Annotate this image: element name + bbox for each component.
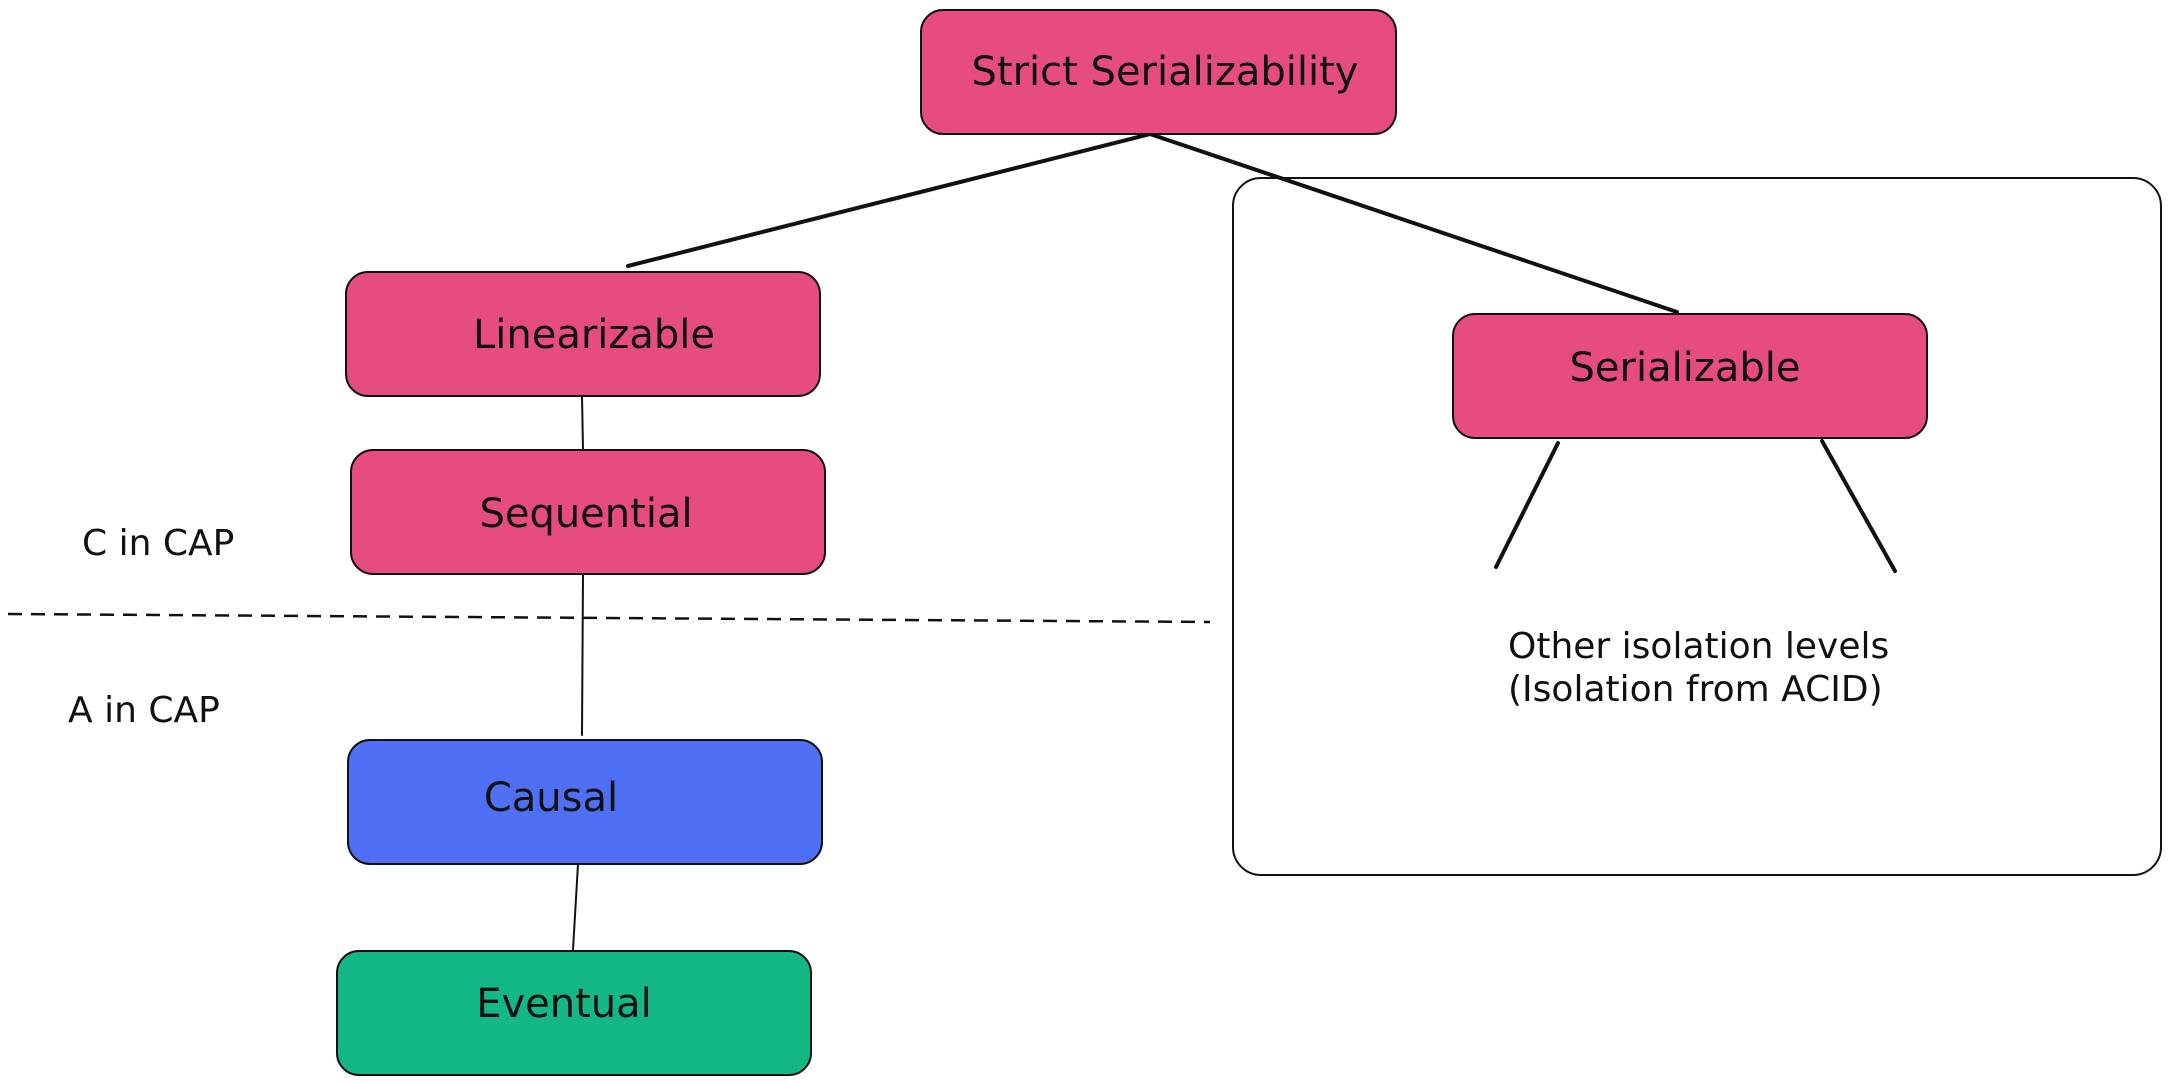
node-eventual: Eventual [336,950,812,1076]
node-strict-serializability: Strict Serializability [920,9,1397,135]
node-label: Linearizable [473,312,715,358]
edge-serializable-right [1820,439,1897,573]
isolation-levels-container [1232,177,2162,876]
edge-strict-to-linearizable [626,132,1152,268]
edge-linearizable-to-sequential [581,395,584,451]
node-linearizable: Linearizable [345,271,821,397]
node-label: Eventual [476,981,652,1027]
node-label: Causal [484,775,618,821]
node-label: Sequential [479,491,692,537]
node-box [350,449,826,575]
node-box [920,9,1397,135]
node-sequential: Sequential [350,449,826,575]
edge-serializable-left [1494,441,1560,569]
edge-causal-to-eventual [572,863,579,951]
node-serializable: Serializable [1452,313,1928,439]
node-box [336,950,812,1076]
cap-divider [7,612,1211,624]
node-box [345,271,821,397]
a-in-cap-label: A in CAP [68,690,220,731]
c-in-cap-label: C in CAP [82,523,234,564]
edge-strict-to-serializable [1148,132,1679,314]
node-box [347,739,823,865]
edge-sequential-to-causal [581,573,584,736]
isolation-note-line1: Other isolation levels [1508,626,1889,667]
node-causal: Causal [347,739,823,865]
isolation-note-line2: (Isolation from ACID) [1508,669,1883,710]
node-label: Strict Serializability [972,49,1359,95]
node-label: Serializable [1570,345,1801,391]
node-box [1452,313,1928,439]
